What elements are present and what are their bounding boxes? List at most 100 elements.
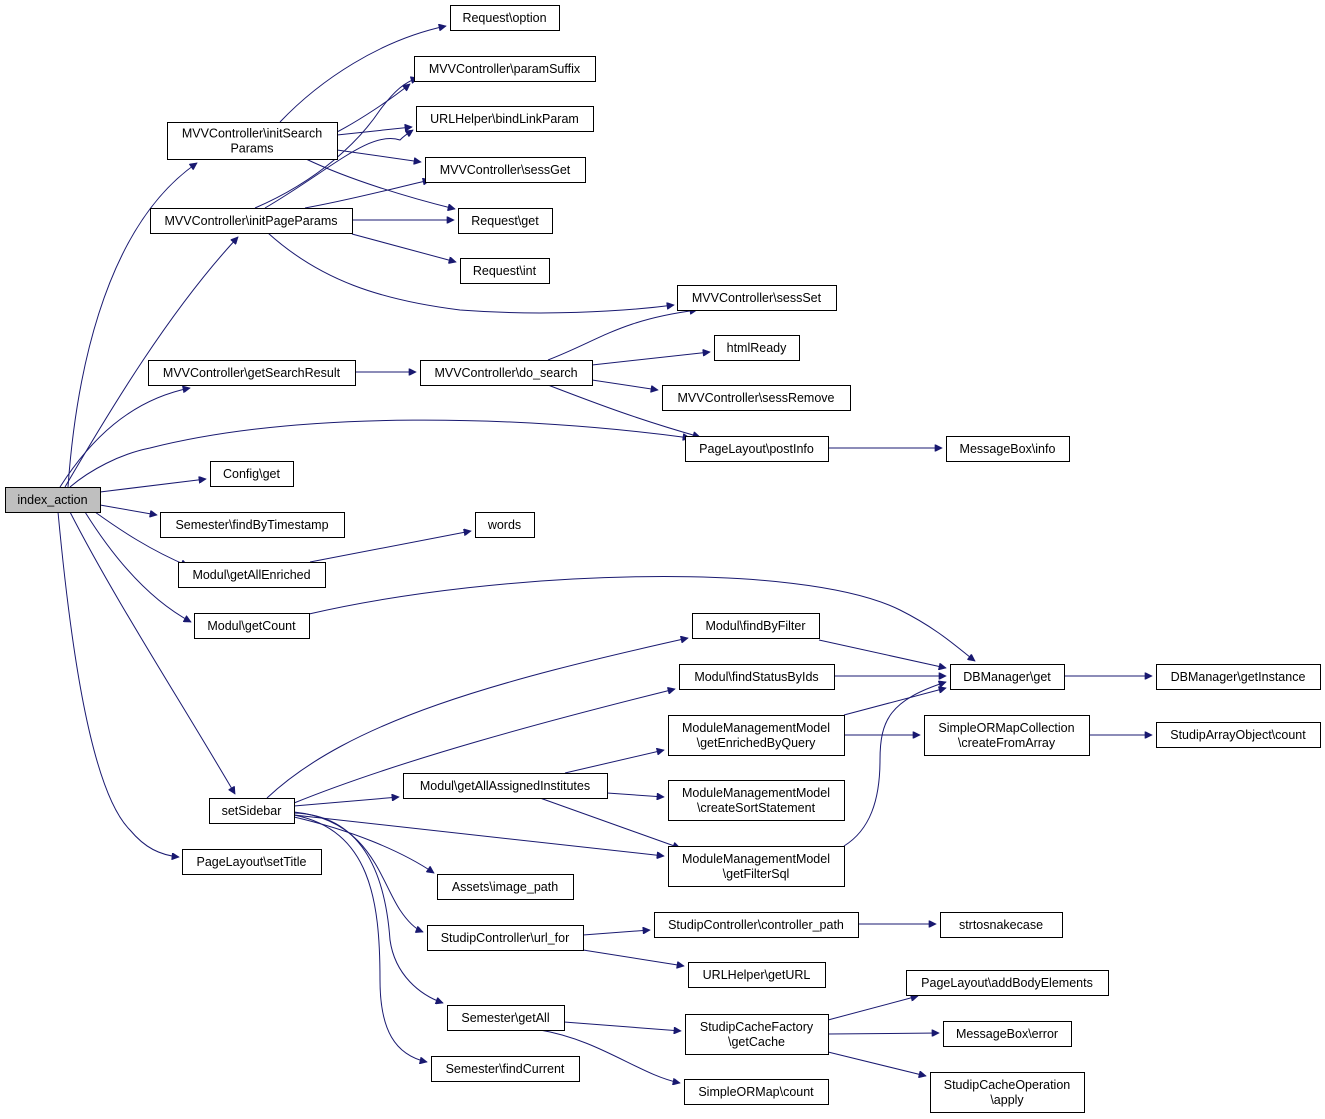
node-label: strtosnakecase	[959, 918, 1043, 932]
node-label: \apply	[990, 1093, 1024, 1107]
node-simpleCount[interactable]: SimpleORMap\count	[684, 1079, 829, 1105]
node-createSort[interactable]: ModuleManagementModel\createSortStatemen…	[668, 780, 845, 821]
node-label: Modul\getCount	[207, 619, 296, 633]
node-msgError[interactable]: MessageBox\error	[943, 1021, 1072, 1047]
edge-setSidebar-to-findStatusByIds	[293, 689, 675, 804]
node-box	[924, 715, 1090, 756]
node-dbGetInstance[interactable]: DBManager\getInstance	[1156, 664, 1321, 690]
edge-semGetAll-to-getCache	[563, 1021, 681, 1031]
node-label: MVVController\sessRemove	[678, 391, 835, 405]
node-doSearch[interactable]: MVVController\do_search	[420, 360, 593, 386]
node-label: PageLayout\setTitle	[196, 855, 306, 869]
node-getAllEnriched[interactable]: Modul\getAllEnriched	[178, 562, 326, 588]
node-box	[946, 436, 1070, 462]
edge-setSidebar-to-getFilterSql	[293, 814, 664, 856]
node-paramSuffix[interactable]: MVVController\paramSuffix	[414, 56, 596, 82]
edge-index_action-to-initSearchParams	[67, 163, 197, 488]
node-label: ModuleManagementModel	[682, 721, 830, 735]
node-htmlReady[interactable]: htmlReady	[714, 335, 800, 361]
node-label: StudipArrayObject\count	[1170, 728, 1306, 742]
node-strtosnake[interactable]: strtosnakecase	[940, 912, 1063, 938]
node-getFilterSql[interactable]: ModuleManagementModel\getFilterSql	[668, 846, 845, 887]
node-cacheApply[interactable]: StudipCacheOperation\apply	[930, 1072, 1085, 1113]
node-sessRemove[interactable]: MVVController\sessRemove	[662, 385, 851, 411]
node-bindLinkParam[interactable]: URLHelper\bindLinkParam	[416, 106, 594, 132]
node-label: \createSortStatement	[697, 801, 816, 815]
node-box	[210, 461, 294, 487]
node-reqInt[interactable]: Request\int	[460, 258, 550, 284]
edge-index_action-to-configGet	[99, 479, 206, 493]
node-setSidebar[interactable]: setSidebar	[209, 798, 295, 824]
edge-urlFor-to-controllerPath	[582, 930, 650, 936]
node-label: Modul\findStatusByIds	[694, 670, 818, 684]
node-box	[403, 773, 608, 799]
node-label: StudipController\url_for	[441, 931, 570, 945]
node-label: words	[487, 518, 521, 532]
edge-setSidebar-to-urlFor	[293, 811, 423, 932]
node-getCount[interactable]: Modul\getCount	[194, 613, 310, 639]
node-label: PageLayout\postInfo	[699, 442, 814, 456]
node-semGetAll[interactable]: Semester\getAll	[447, 1005, 565, 1031]
edge-getCache-to-msgError	[827, 1033, 939, 1034]
edges-layer	[57, 26, 1152, 1083]
node-getEnrichedByQuery[interactable]: ModuleManagementModel\getEnrichedByQuery	[668, 715, 845, 756]
node-box	[684, 1079, 829, 1105]
node-semFindByTs[interactable]: Semester\findByTimestamp	[160, 512, 345, 538]
node-label: \getEnrichedByQuery	[697, 736, 817, 750]
node-box	[420, 360, 593, 386]
edge-initPageParams-to-paramSuffix	[254, 78, 418, 209]
node-box	[930, 1072, 1085, 1113]
node-sessGet[interactable]: MVVController\sessGet	[425, 157, 586, 183]
node-dbGet[interactable]: DBManager\get	[950, 664, 1065, 690]
node-postInfo[interactable]: PageLayout\postInfo	[685, 436, 829, 462]
node-findByFilter[interactable]: Modul\findByFilter	[692, 613, 820, 639]
node-words[interactable]: words	[475, 512, 535, 538]
node-controllerPath[interactable]: StudipController\controller_path	[654, 912, 859, 938]
edge-initPageParams-to-reqInt	[351, 233, 456, 262]
edge-index_action-to-getCount	[84, 511, 191, 623]
edge-setSidebar-to-findByFilter	[266, 638, 688, 799]
node-label: MVVController\initSearch	[182, 127, 322, 141]
node-label: \createFromArray	[958, 736, 1056, 750]
edge-doSearch-to-htmlReady	[591, 352, 710, 366]
edge-initSearchParams-to-sessGet	[336, 149, 421, 162]
node-createFromArray[interactable]: SimpleORMapCollection\createFromArray	[924, 715, 1090, 756]
node-box	[1156, 664, 1321, 690]
node-studipArrCount[interactable]: StudipArrayObject\count	[1156, 722, 1321, 748]
node-index_action[interactable]: index_action	[5, 487, 101, 513]
node-label: Config\get	[223, 467, 281, 481]
node-getCache[interactable]: StudipCacheFactory\getCache	[685, 1014, 829, 1055]
node-sessSet[interactable]: MVVController\sessSet	[677, 285, 837, 311]
edge-index_action-to-postInfo	[69, 419, 690, 488]
node-box	[167, 122, 338, 160]
edge-doSearch-to-sessSet	[547, 310, 697, 361]
node-box	[1156, 722, 1321, 748]
node-reqOption[interactable]: Request\option	[450, 5, 560, 31]
node-label: MVVController\do_search	[434, 366, 577, 380]
node-addBodyElements[interactable]: PageLayout\addBodyElements	[906, 970, 1109, 996]
node-findStatusByIds[interactable]: Modul\findStatusByIds	[679, 664, 835, 690]
node-getSearchResult[interactable]: MVVController\getSearchResult	[148, 360, 356, 386]
node-setTitle[interactable]: PageLayout\setTitle	[182, 849, 322, 875]
node-configGet[interactable]: Config\get	[210, 461, 294, 487]
node-box	[425, 157, 586, 183]
node-initPageParams[interactable]: MVVController\initPageParams	[150, 208, 353, 234]
node-reqGet[interactable]: Request\get	[458, 208, 553, 234]
edge-doSearch-to-sessRemove	[591, 379, 658, 390]
node-label: Modul\findByFilter	[705, 619, 805, 633]
node-label: MVVController\sessGet	[440, 163, 571, 177]
node-label: PageLayout\addBodyElements	[921, 976, 1093, 990]
node-getAllAssigned[interactable]: Modul\getAllAssignedInstitutes	[403, 773, 608, 799]
node-box	[685, 436, 829, 462]
edge-getFilterSql-to-dbGet	[843, 682, 946, 847]
node-label: DBManager\get	[963, 670, 1051, 684]
node-label: Modul\getAllAssignedInstitutes	[420, 779, 590, 793]
node-msgInfo[interactable]: MessageBox\info	[946, 436, 1070, 462]
node-urlFor[interactable]: StudipController\url_for	[427, 925, 584, 951]
node-semFindCurrent[interactable]: Semester\findCurrent	[431, 1056, 580, 1082]
edge-urlFor-to-getURL	[582, 949, 684, 966]
node-getURL[interactable]: URLHelper\getURL	[688, 962, 826, 988]
node-imagePath[interactable]: Assets\image_path	[437, 874, 574, 900]
